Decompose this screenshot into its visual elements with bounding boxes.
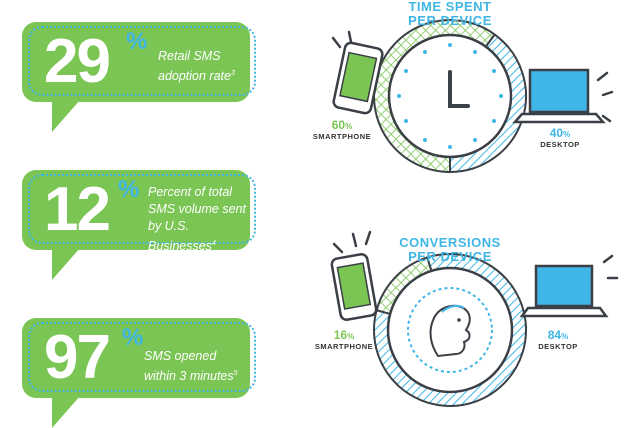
stat-bubble-sms-opened: 97 % SMS opened within 3 minutes5 [22,318,256,428]
stat-number: 12 [44,175,111,244]
coin-icon [407,287,493,373]
stat-bubble-retail-adoption: 29 % Retail SMS adoption rate3 [22,22,256,132]
bubble-tail [52,100,80,132]
bubble-tail [52,248,80,280]
stat-description: SMS opened within 3 minutes5 [144,349,238,384]
smartphone-icon [331,30,384,115]
time-spent-title: TIME SPENT PER DEVICE [408,0,492,28]
conversions-desktop-label: 84% DESKTOP [538,328,578,351]
stat-number: 29 [44,27,111,96]
smartphone-icon [330,230,378,321]
bubble-tail [52,396,80,428]
stat-description: Retail SMS adoption rate3 [158,49,235,84]
stat-number: 97 [44,323,111,392]
clock-icon [397,43,503,149]
conversions-title: CONVERSIONS PER DEVICE [399,235,501,264]
dotted-border [28,174,256,244]
stat-bubble-sms-volume: 12 % Percent of total SMS volume sent by… [22,170,256,280]
dotted-border [28,322,256,392]
stat-percent-sign: % [122,324,144,351]
conversions-donut [373,253,527,407]
time-spent-smartphone-label: 60% SMARTPHONE [312,118,372,141]
stat-description: Percent of total SMS volume sent by U.S.… [148,185,246,254]
laptop-icon [519,254,619,318]
stat-percent-sign: % [126,28,148,55]
coin-face [386,266,514,394]
time-spent-donut [373,19,527,174]
dotted-border [28,26,256,96]
conversions-smartphone-label: 16% SMARTPHONE [314,328,374,351]
stat-percent-sign: % [118,176,140,203]
time-spent-desktop-label: 40% DESKTOP [540,126,580,149]
laptop-icon [512,68,614,124]
